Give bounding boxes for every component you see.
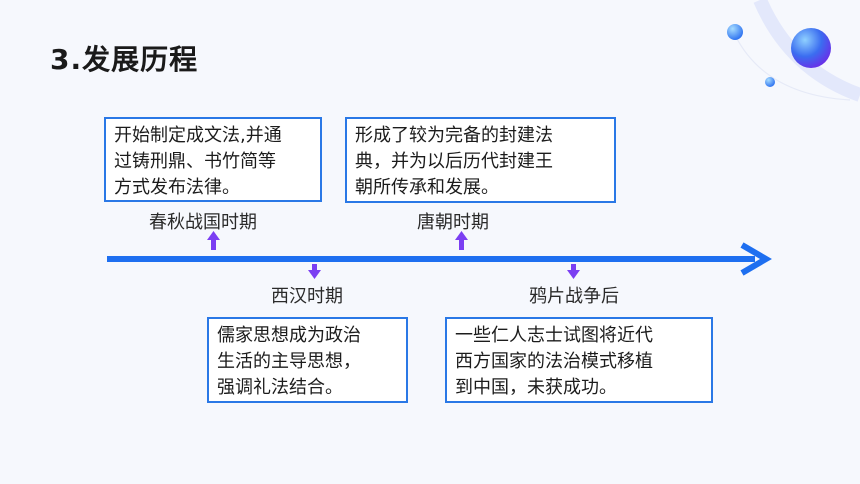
marker-down-arrow-2 xyxy=(308,264,321,279)
event-period-label: 鸦片战争后 xyxy=(529,286,619,307)
timeline-arrowhead xyxy=(740,242,772,276)
decor-bubble-small xyxy=(765,77,775,87)
marker-down-arrow-4 xyxy=(567,264,580,279)
marker-up-arrow-3 xyxy=(455,231,468,250)
event-period-label: 唐朝时期 xyxy=(417,212,489,233)
marker-up-arrow-1 xyxy=(207,231,220,250)
event-period-label: 西汉时期 xyxy=(271,286,343,307)
decor-bubble-large xyxy=(791,28,831,68)
decor-bubble-medium xyxy=(727,24,743,40)
event-description-box: 儒家思想成为政治 生活的主导思想， 强调礼法结合。 xyxy=(207,317,408,403)
event-period-label: 春秋战国时期 xyxy=(149,212,257,233)
event-description-box: 形成了较为完备的封建法 典，并为以后历代封建王 朝所传承和发展。 xyxy=(345,117,616,203)
event-description-box: 一些仁人志士试图将近代 西方国家的法治模式移植 到中国，未获成功。 xyxy=(445,317,713,403)
page-title: 3.发展历程 xyxy=(50,43,199,76)
event-description-box: 开始制定成文法,并通 过铸刑鼎、书竹简等 方式发布法律。 xyxy=(104,117,322,202)
decor-thin-arc xyxy=(734,34,851,101)
